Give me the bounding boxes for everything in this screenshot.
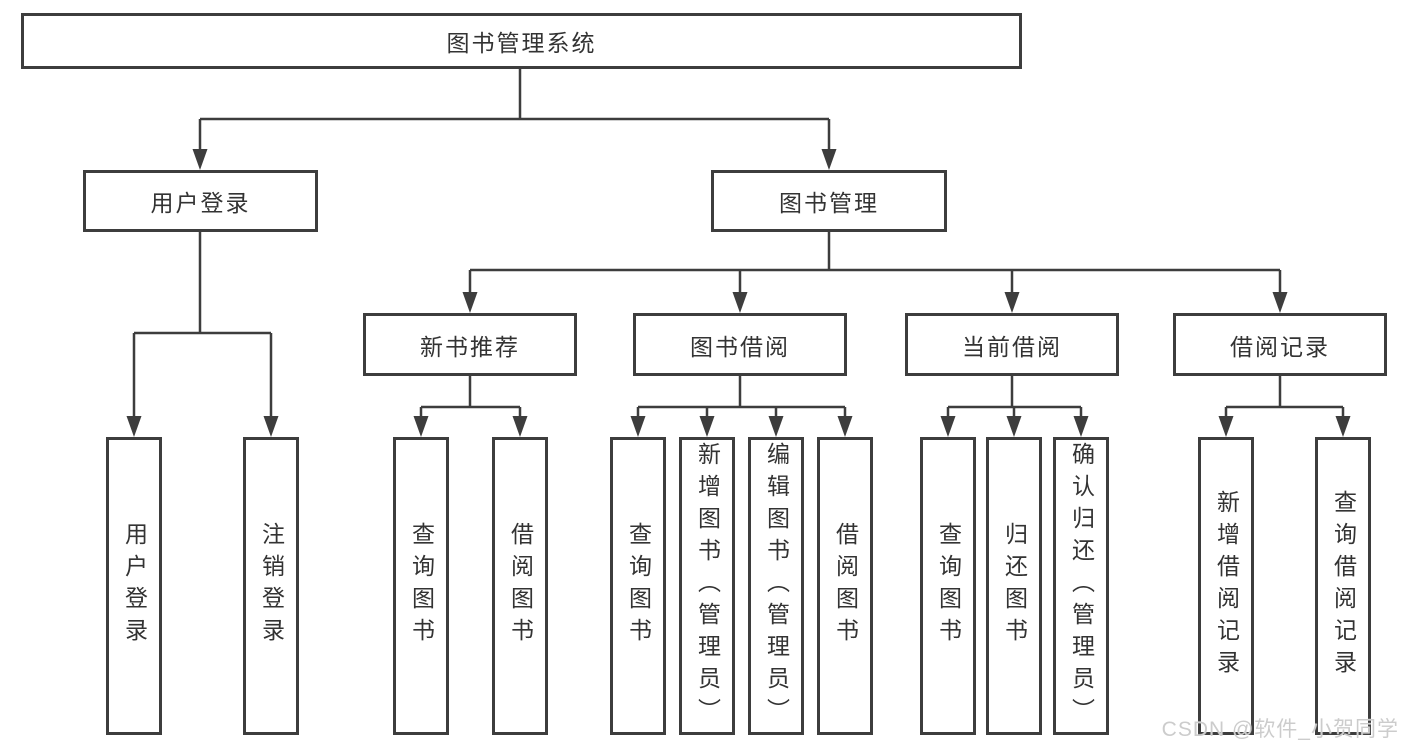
arrowhead-bb-add xyxy=(699,416,715,437)
arrowhead-new-book xyxy=(462,292,478,313)
arrowhead-borrow-record xyxy=(1272,292,1288,313)
leaf-borrow-book: 借阅图书 xyxy=(817,437,873,735)
node-label: 编辑图书（管理员） xyxy=(763,442,790,730)
arrowhead-leaf-login xyxy=(126,416,142,437)
node-label: 查询图书 xyxy=(625,522,652,650)
arrowhead-bb-query xyxy=(630,416,646,437)
leaf-user-login: 用户登录 xyxy=(106,437,162,735)
node-label: 确认归还（管理员） xyxy=(1068,442,1095,730)
csdn-watermark: CSDN @软件_小贺同学 xyxy=(1161,718,1399,741)
arrowhead-cb-query xyxy=(940,416,956,437)
arrowhead-book-borrow xyxy=(732,292,748,313)
arrowhead-br-query xyxy=(1335,416,1351,437)
node-label: 注销登录 xyxy=(258,522,285,650)
node-book-borrow: 图书借阅 xyxy=(633,313,847,376)
leaf-logout: 注销登录 xyxy=(243,437,299,735)
node-label: 借阅图书 xyxy=(832,522,859,650)
leaf-query-books-borrow: 查询图书 xyxy=(610,437,666,735)
arrowhead-book-mgmt xyxy=(821,149,837,170)
leaf-confirm-return-admin: 确认归还（管理员） xyxy=(1053,437,1109,735)
node-label: 查询图书 xyxy=(935,522,962,650)
node-borrow-records: 借阅记录 xyxy=(1173,313,1387,376)
node-book-management: 图书管理 xyxy=(711,170,947,232)
arrowhead-bb-edit xyxy=(768,416,784,437)
leaf-add-book-admin: 新增图书（管理员） xyxy=(679,437,735,735)
node-current-borrow: 当前借阅 xyxy=(905,313,1119,376)
node-library-management-system: 图书管理系统 xyxy=(21,13,1022,69)
node-new-book-recommend: 新书推荐 xyxy=(363,313,577,376)
arrowhead-bb-borrow xyxy=(837,416,853,437)
node-label: 借阅图书 xyxy=(507,522,534,650)
arrowhead-current-borrow xyxy=(1004,292,1020,313)
leaf-query-books-recommend: 查询图书 xyxy=(393,437,449,735)
node-user-login: 用户登录 xyxy=(83,170,318,232)
arrowhead-nb-query xyxy=(413,416,429,437)
leaf-query-borrow-record: 查询借阅记录 xyxy=(1315,437,1371,735)
leaf-add-borrow-record: 新增借阅记录 xyxy=(1198,437,1254,735)
arrowhead-leaf-logout xyxy=(263,416,279,437)
arrowhead-nb-borrow xyxy=(512,416,528,437)
arrowhead-cb-return xyxy=(1006,416,1022,437)
leaf-return-book: 归还图书 xyxy=(986,437,1042,735)
arrowhead-cb-confirm xyxy=(1073,416,1089,437)
node-label: 归还图书 xyxy=(1001,522,1028,650)
arrowhead-user-login xyxy=(192,149,208,170)
node-label: 查询借阅记录 xyxy=(1330,490,1357,682)
node-label: 新增借阅记录 xyxy=(1213,490,1240,682)
node-label: 用户登录 xyxy=(121,522,148,650)
leaf-edit-book-admin: 编辑图书（管理员） xyxy=(748,437,804,735)
node-label: 查询图书 xyxy=(408,522,435,650)
arrowhead-br-add xyxy=(1218,416,1234,437)
leaf-query-books-current: 查询图书 xyxy=(920,437,976,735)
node-label: 新增图书（管理员） xyxy=(694,442,721,730)
leaf-borrow-books-recommend: 借阅图书 xyxy=(492,437,548,735)
